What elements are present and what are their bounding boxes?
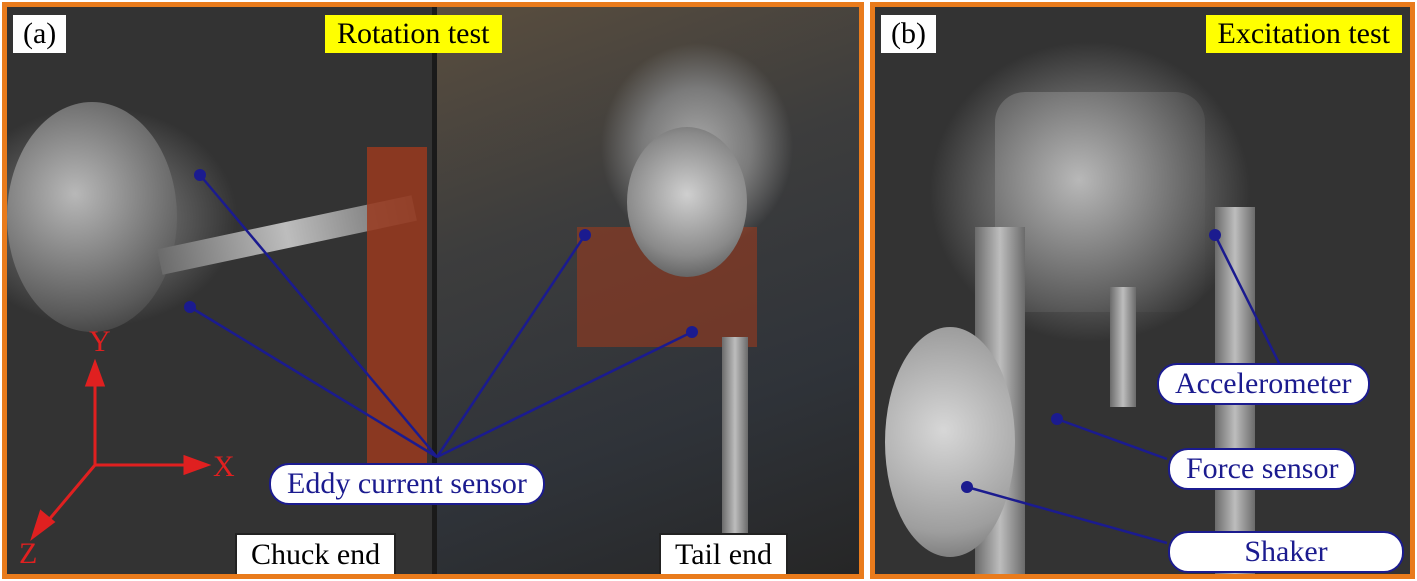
sensor-point-2 (184, 301, 196, 313)
spindle-chuck (995, 92, 1205, 312)
tail-end-photo (437, 7, 859, 574)
tail-end-label: Tail end (659, 533, 789, 574)
accelerometer-point (1209, 229, 1221, 241)
panel-b-title: Excitation test (1205, 15, 1402, 53)
axis-x-label: X (213, 450, 235, 483)
axis-y-label: Y (89, 325, 111, 358)
photo-divider (432, 7, 437, 574)
shaker-callout: Shaker (1168, 531, 1404, 573)
panel-a-letter: (a) (13, 15, 67, 53)
shaker-disc (885, 327, 1015, 557)
force-sensor-callout: Force sensor (1168, 448, 1357, 490)
coordinate-axes (30, 358, 212, 542)
panel-b-letter: (b) (881, 15, 936, 53)
eddy-current-sensor-callout: Eddy current sensor (269, 463, 545, 505)
panel-b-callout-lines (961, 229, 1282, 545)
force-sensor-point (1051, 413, 1063, 425)
axis-z-label: Z (19, 537, 38, 570)
panel-a-rotation-test: (a) Rotation test Chuck end Tail end Y X… (2, 2, 864, 579)
accelerometer-callout: Accelerometer (1157, 363, 1370, 405)
sensor-point-1 (194, 169, 206, 181)
shaker-point (961, 481, 973, 493)
sensor-point-4 (686, 326, 698, 338)
panel-a-title: Rotation test (325, 15, 502, 53)
sensor-point-3 (579, 229, 591, 241)
threaded-rod (1110, 287, 1136, 407)
panel-a-callout-lines (30, 169, 698, 542)
panel-b-excitation-test: (b) Excitation test Accelerometer Force … (870, 2, 1415, 579)
chuck-end-label: Chuck end (235, 533, 397, 574)
lathe-chuck (7, 102, 177, 332)
